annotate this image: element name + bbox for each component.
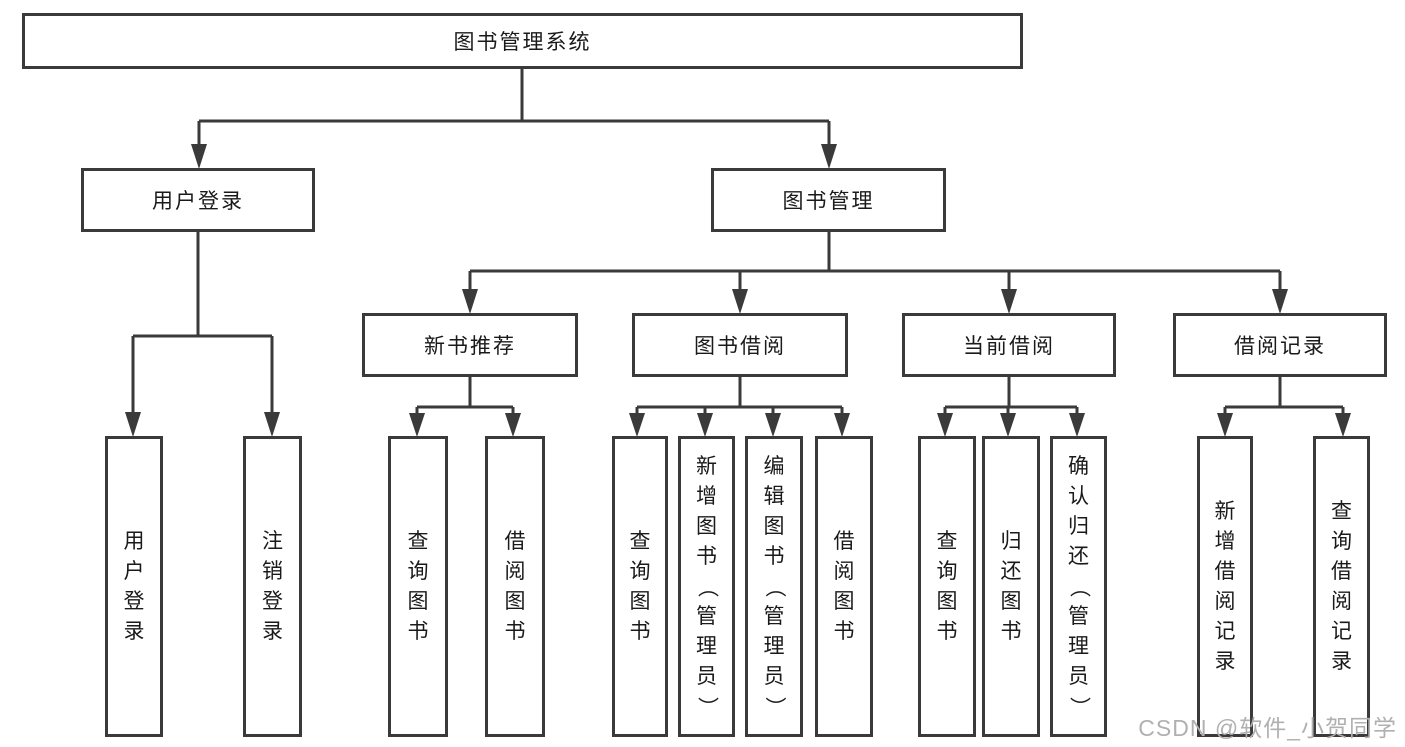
node-current-borrow: 当前借阅 (902, 313, 1116, 377)
leaf-record-query-borrow-record: 查询借阅记录 (1313, 436, 1370, 737)
leaf-current-confirm-return-admin: 确认归还（管理员） (1050, 436, 1107, 737)
leaf-borrow-add-books-admin: 新增图书（管理员） (678, 436, 735, 737)
node-user-login-branch: 用户登录 (81, 168, 315, 232)
leaf-current-return-books: 归还图书 (982, 436, 1040, 737)
node-book-borrow: 图书借阅 (632, 313, 848, 377)
node-new-book-recommend: 新书推荐 (362, 313, 578, 377)
leaf-newbook-borrow-books: 借阅图书 (485, 436, 545, 737)
leaf-borrow-query-books: 查询图书 (612, 436, 668, 737)
csdn-watermark: CSDN @软件_小贺同学 (1138, 715, 1397, 741)
leaf-borrow-borrow-books: 借阅图书 (815, 436, 873, 737)
connector-lines (131, 69, 1345, 417)
leaf-borrow-edit-books-admin: 编辑图书（管理员） (745, 436, 803, 737)
leaf-record-add-borrow-record: 新增借阅记录 (1197, 436, 1253, 737)
node-borrow-records: 借阅记录 (1173, 313, 1387, 377)
node-book-management-branch: 图书管理 (711, 168, 946, 232)
arrowhead-icons (125, 144, 1351, 437)
leaf-newbook-query-books: 查询图书 (388, 436, 448, 737)
leaf-logout: 注销登录 (243, 436, 302, 737)
leaf-user-login: 用户登录 (105, 436, 163, 737)
node-root-system: 图书管理系统 (22, 13, 1023, 69)
leaf-current-query-books: 查询图书 (918, 436, 976, 737)
